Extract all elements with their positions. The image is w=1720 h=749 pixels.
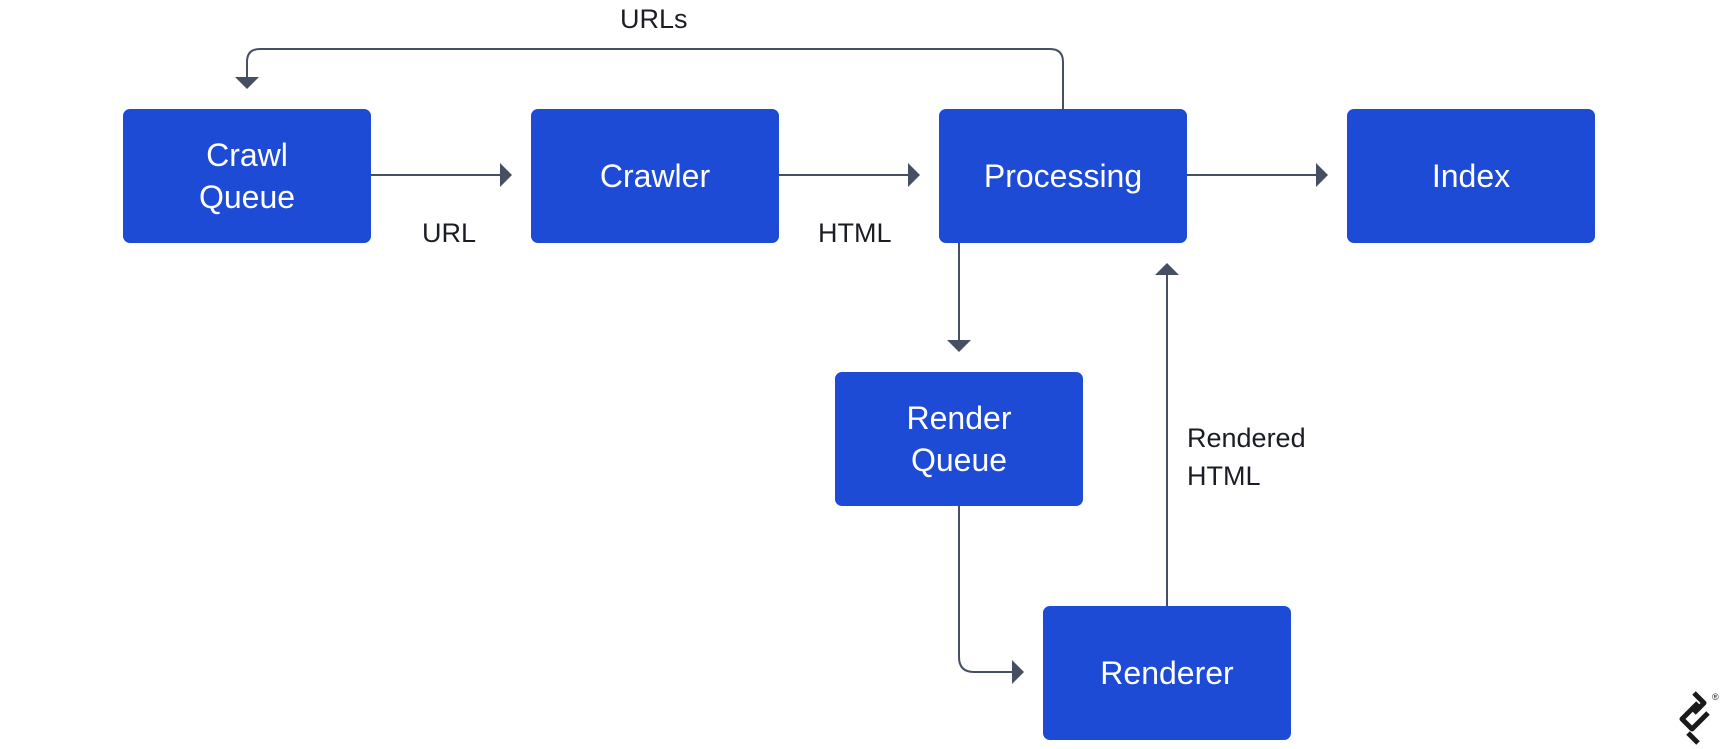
- edge-label-html: HTML: [818, 218, 892, 248]
- edge-label-rendered-html: Rendered HTML: [1187, 423, 1306, 491]
- registered-mark: ®: [1712, 692, 1719, 702]
- arrowhead-right-index: [1316, 163, 1328, 187]
- renderer-node: Renderer: [1043, 606, 1291, 740]
- arrowhead-right-crawler: [500, 163, 512, 187]
- arrowhead-down-crawl-queue: [235, 77, 259, 89]
- processing-node: Processing: [939, 109, 1187, 243]
- arrowhead-right-renderer: [1012, 660, 1024, 684]
- edge-render-queue-to-renderer: [958, 506, 1012, 673]
- arrowhead-down-render-queue: [947, 340, 971, 352]
- crawl-queue-node: Crawl Queue: [123, 109, 371, 243]
- index-node: Index: [1347, 109, 1595, 243]
- edge-label-urls: URLs: [620, 4, 688, 34]
- edge-label-url: URL: [422, 218, 477, 248]
- arrowhead-up-processing: [1155, 263, 1179, 275]
- edge-processing-to-crawl-queue: [246, 48, 1064, 109]
- crawler-node: Crawler: [531, 109, 779, 243]
- toptal-logo-icon: ®: [1679, 691, 1719, 745]
- arrowhead-right-processing: [908, 163, 920, 187]
- render-queue-node: Render Queue: [835, 372, 1083, 506]
